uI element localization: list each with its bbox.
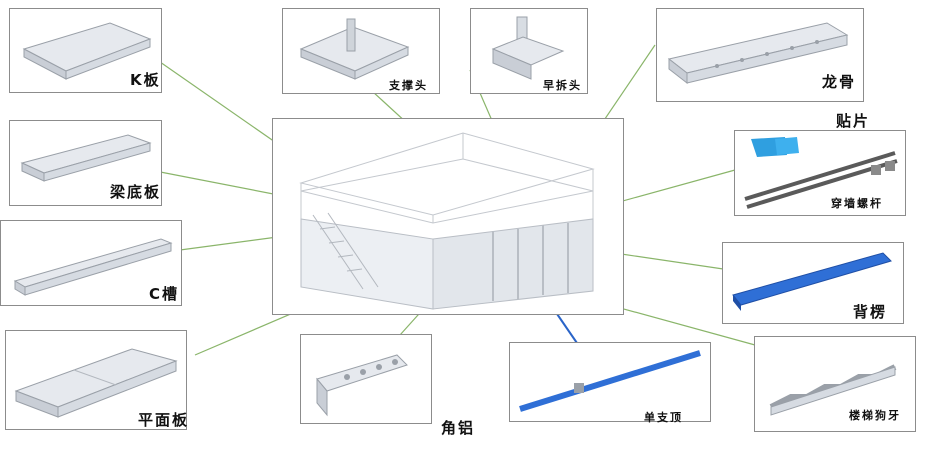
panel-corner-aluminum: 角铝 <box>300 334 473 437</box>
panel-back-ridge: 背楞 <box>722 242 904 324</box>
label-single-prop: 单支顶 <box>644 411 683 424</box>
panel-beam-bottom: 梁底板 <box>9 120 162 206</box>
label-corner-aluminum: 角铝 <box>441 419 476 437</box>
label-c-channel: C槽 <box>149 285 180 303</box>
panel-single-prop: 单支顶 <box>509 342 711 424</box>
label-flat-board: 平面板 <box>138 411 190 429</box>
label-k-board: K板 <box>130 71 161 89</box>
corner-aluminum-image <box>316 354 408 417</box>
panel-c-channel: C槽 <box>0 220 182 306</box>
panel-k-board: K板 <box>9 8 162 93</box>
stair-tooth-image <box>769 364 897 416</box>
panel-keel: 龙骨 <box>656 8 864 102</box>
central-building-panel <box>272 118 624 315</box>
label-early-release-head: 早拆头 <box>543 79 582 92</box>
label-back-ridge: 背楞 <box>853 303 888 321</box>
label-keel: 龙骨 <box>822 73 857 91</box>
single-prop-image <box>519 350 701 412</box>
label-wall-bolt: 穿墙螺杆 <box>831 197 883 210</box>
label-support-head: 支撑头 <box>389 79 428 92</box>
panel-wall-bolt: 穿墙螺杆 <box>734 130 906 216</box>
c-channel-image <box>13 238 173 296</box>
k-board-image <box>22 22 152 80</box>
flat-board-image <box>14 348 178 418</box>
label-patch: 贴片 <box>836 112 871 130</box>
beam-bottom-image <box>20 134 152 182</box>
panel-support-head: 支撑头 <box>282 8 440 94</box>
panel-flat-board: 平面板 <box>5 330 187 430</box>
label-beam-bottom: 梁底板 <box>110 183 162 201</box>
panel-stair-tooth: 楼梯狗牙 <box>754 336 916 432</box>
support-head-image <box>299 18 410 80</box>
building-image <box>299 132 595 310</box>
panel-early-release-head: 早拆头 <box>470 8 588 94</box>
keel-image <box>667 22 849 85</box>
early-release-head-image <box>491 16 565 80</box>
wall-bolt-image <box>744 137 898 209</box>
back-ridge-image <box>732 252 892 311</box>
label-stair-tooth: 楼梯狗牙 <box>849 409 901 422</box>
